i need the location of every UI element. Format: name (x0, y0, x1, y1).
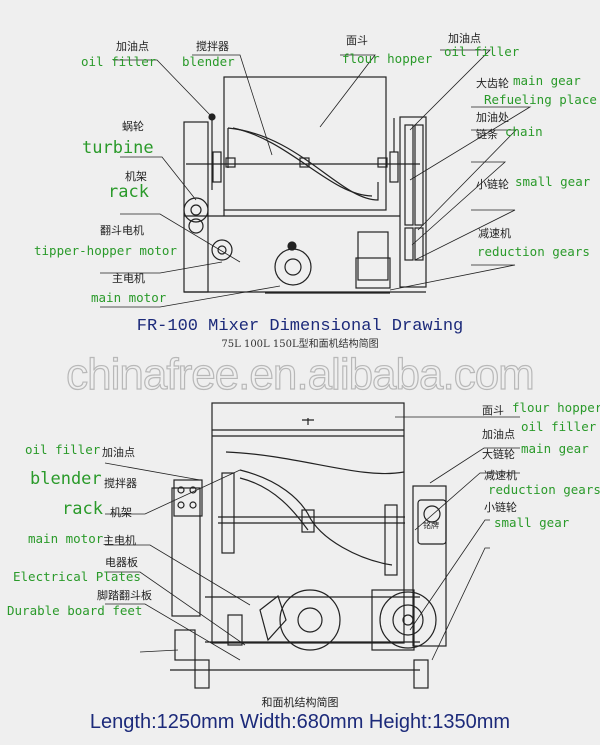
small-gear-label: small gear (515, 174, 591, 189)
leader-lines (100, 49, 532, 661)
b-reduction-cn: 减速机 (484, 469, 517, 482)
b-electrical-cn: 电器板 (105, 556, 138, 569)
b-main-motor-label: main motor (28, 531, 104, 546)
b-pedal-cn: 脚踏翻斗板 (97, 589, 152, 602)
reduction-label: reduction gears (477, 244, 590, 259)
turbine-label: turbine (82, 138, 154, 158)
top-mixer-drawing (183, 76, 427, 294)
b-pedal-label: Durable board feet (7, 603, 143, 618)
drawing-subtitle: 75L 100L 150L型和面机结构简图 (221, 339, 379, 350)
oil-filler-left-label: oil filler (81, 54, 157, 69)
oil-filler-left-cn: 加油点 (116, 40, 149, 53)
main-gear-cn: 大齿轮 (476, 77, 509, 90)
tipper-motor-label: tipper-hopper motor (34, 243, 177, 258)
b-rack-cn: 机架 (110, 506, 132, 519)
main-motor-cn: 主电机 (112, 272, 145, 285)
b-oil-filler-right-label: oil filler (521, 419, 597, 434)
b-blender-cn: 搅拌器 (104, 477, 137, 490)
tipper-motor-cn: 翻斗电机 (100, 224, 144, 237)
dimensions: Length:1250mm Width:680mm Height:1350mm (89, 711, 511, 733)
b-small-gear-label: small gear (494, 515, 570, 530)
b-oil-filler-right-cn: 加油点 (482, 428, 515, 441)
b-oil-filler-left-label: oil filler (25, 442, 101, 457)
oil-filler-right-cn: 加油点 (448, 32, 481, 45)
b-main-gear-label: main gear (521, 441, 589, 456)
rack-cn: 机架 (125, 170, 147, 183)
b-electrical-label: Electrical Plates (13, 569, 141, 584)
b-rack-label: rack (62, 499, 103, 519)
b-main-motor-cn: 主电机 (103, 534, 136, 547)
chain-label: chain (505, 124, 543, 139)
bottom-caption: 和面机结构简图 (261, 696, 339, 709)
b-oil-filler-left-cn: 加油点 (102, 446, 135, 459)
rack-label: rack (108, 182, 149, 202)
b-flour-hopper-cn: 面斗 (482, 404, 504, 417)
flour-hopper-label: flour hopper (342, 51, 433, 66)
chain-cn: 链条 (476, 128, 498, 141)
b-flour-hopper-label: flour hopper (512, 400, 600, 415)
nameplate-label: 铭牌 (423, 521, 439, 530)
drawing-title: FR-100 Mixer Dimensional Drawing (136, 317, 464, 336)
blender-cn: 搅拌器 (196, 40, 229, 53)
refueling-place-label: Refueling place (484, 92, 597, 107)
main-gear-label: main gear (513, 73, 581, 88)
main-motor-label: main motor (91, 290, 167, 305)
oil-filler-right-label: oil filler (444, 44, 520, 59)
b-blender-label: blender (30, 469, 102, 489)
reduction-cn: 减速机 (478, 227, 511, 240)
flour-hopper-cn: 面斗 (346, 34, 368, 47)
refueling-place-cn: 加油处 (476, 111, 509, 124)
b-reduction-label: reduction gears (488, 482, 600, 497)
b-small-gear-cn: 小链轮 (484, 501, 517, 514)
watermark: chinafree.en.alibaba.com (66, 350, 536, 399)
bottom-mixer-drawing (170, 402, 447, 689)
turbine-cn: 蜗轮 (122, 120, 144, 133)
small-gear-cn: 小链轮 (476, 178, 509, 191)
blender-label: blender (182, 54, 235, 69)
b-main-gear-cn: 大链轮 (482, 448, 515, 461)
